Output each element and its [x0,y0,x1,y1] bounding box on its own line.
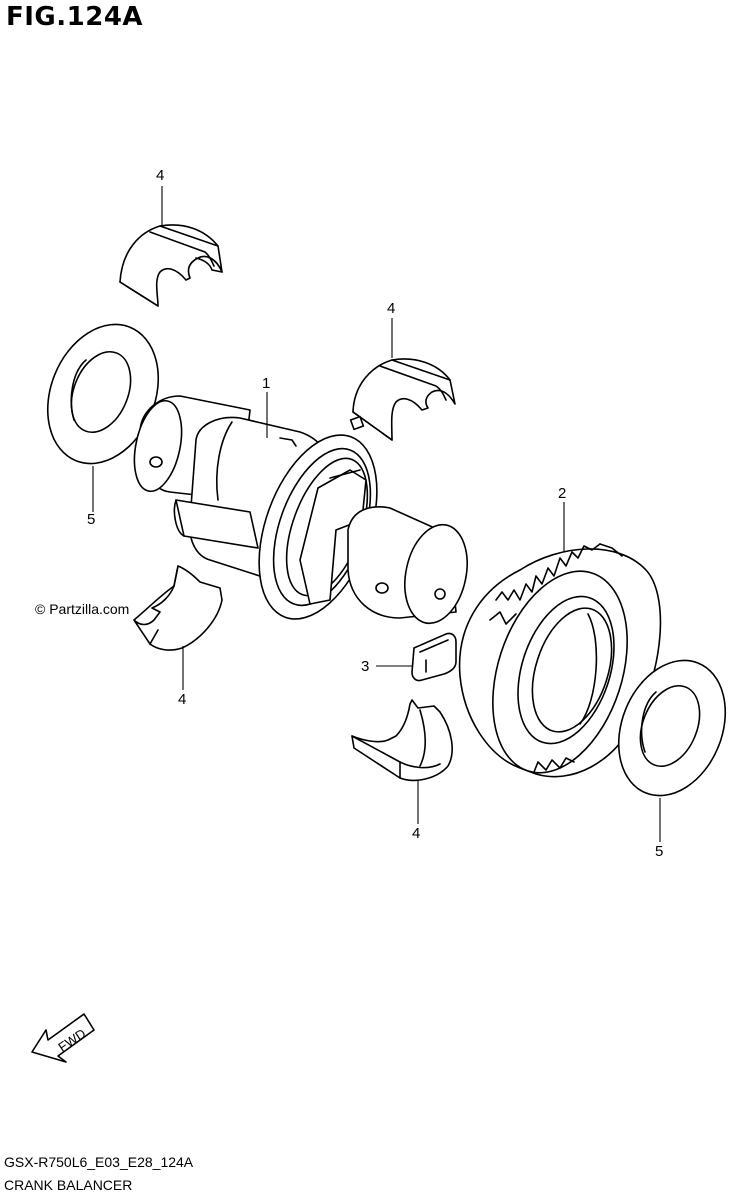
callout-1: 1 [262,375,270,392]
bearing-shell-bottom-middle[interactable] [351,699,453,782]
thrust-washer-right[interactable] [599,644,730,811]
figure-model-code: GSX-R750L6_E03_E28_124A [4,1154,194,1170]
bearing-shell-top-middle[interactable] [349,358,456,441]
callout-4-top-middle: 4 [387,300,395,317]
callout-3: 3 [361,658,369,675]
bearing-shell-bottom-left[interactable] [133,565,223,651]
callout-4-bottom-middle: 4 [412,825,420,842]
balancer-driven-gear[interactable] [458,543,662,790]
woodruff-key[interactable] [411,632,457,682]
fwd-arrow-icon: FWD [31,1013,95,1063]
partzilla-watermark: © Partzilla.com [35,601,130,617]
callout-5-right: 5 [655,843,663,860]
figure-part-name: CRANK BALANCER [4,1177,133,1193]
figure-title: FIG.124A [6,2,144,32]
callout-2: 2 [558,485,566,502]
bearing-shell-top-left[interactable] [119,224,223,307]
leader-lines [92,186,661,842]
callout-4-bottom-left: 4 [178,691,186,708]
callout-4-top-left: 4 [156,167,164,184]
callout-5-left: 5 [87,511,95,528]
crank-balancer-shaft[interactable] [127,395,476,635]
